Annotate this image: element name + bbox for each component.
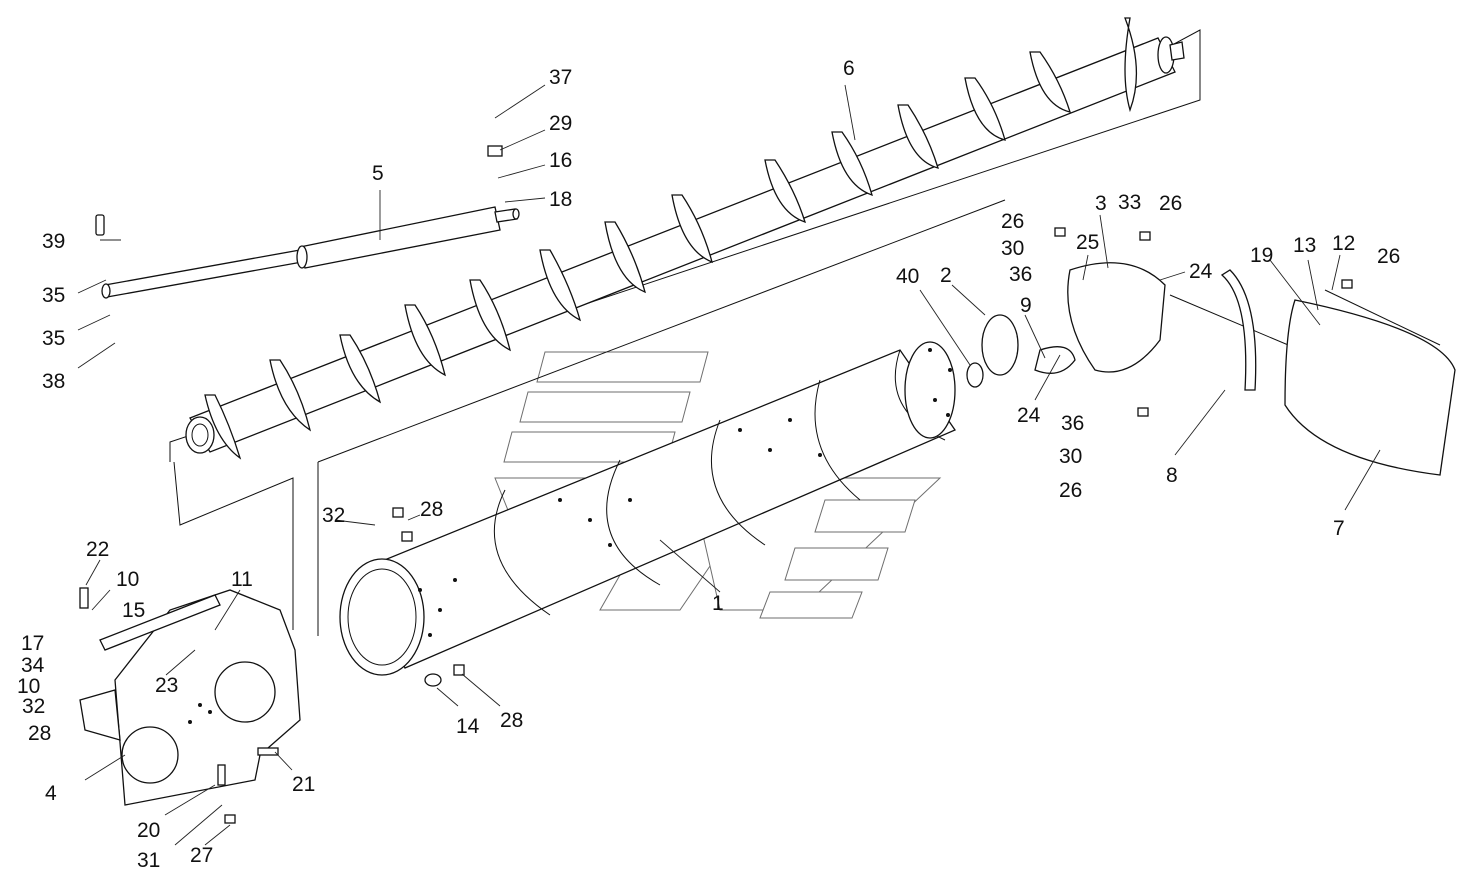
auger-6 — [185, 17, 1185, 460]
hood-7 — [1284, 299, 1456, 476]
callout-40: 40 — [896, 265, 919, 288]
callout-37: 37 — [549, 66, 572, 89]
bracket-9 — [1034, 346, 1076, 374]
cover-3 — [1067, 262, 1166, 373]
callout-39: 39 — [42, 230, 65, 253]
callout-32-left: 32 — [22, 695, 45, 718]
callout-5: 5 — [372, 162, 384, 185]
callout-9: 9 — [1020, 294, 1032, 317]
callout-17: 17 — [21, 632, 44, 655]
callout-28-mid: 28 — [500, 709, 523, 732]
tube-bolt-holes — [418, 348, 952, 637]
callout-labels: 1 2 3 4 5 6 7 8 9 10 10 11 12 13 14 15 1… — [17, 57, 1400, 872]
callout-26-d: 26 — [1059, 479, 1082, 502]
callout-34: 34 — [21, 654, 45, 677]
callout-13: 13 — [1293, 234, 1316, 257]
callout-16: 16 — [549, 149, 572, 172]
callout-33: 33 — [1118, 191, 1141, 214]
callout-31: 31 — [137, 849, 160, 872]
strap-8 — [1220, 269, 1257, 391]
callout-21: 21 — [292, 773, 315, 796]
callout-12: 12 — [1332, 232, 1355, 255]
callout-26-b: 26 — [1159, 192, 1182, 215]
callout-20: 20 — [137, 819, 160, 842]
callout-29: 29 — [549, 112, 572, 135]
callout-28-left: 28 — [28, 722, 51, 745]
callout-18: 18 — [549, 188, 572, 211]
callout-19: 19 — [1250, 244, 1273, 267]
callout-35-b: 35 — [42, 327, 65, 350]
callout-23: 23 — [155, 674, 178, 697]
callout-7: 7 — [1333, 517, 1345, 540]
flange-2 — [981, 314, 1019, 376]
callout-1: 1 — [712, 592, 724, 615]
callout-38: 38 — [42, 370, 65, 393]
callout-10-top: 10 — [116, 568, 139, 591]
callout-30-a: 30 — [1001, 237, 1024, 260]
auger-tube-1 — [339, 341, 956, 676]
callout-24-right: 24 — [1189, 260, 1213, 283]
leader-lines — [77, 84, 1381, 846]
shaft-5 — [101, 206, 520, 299]
bearing-40 — [966, 362, 984, 388]
callout-15: 15 — [122, 599, 145, 622]
callout-22: 22 — [86, 538, 109, 561]
end-cap-assembly — [966, 262, 1456, 476]
callout-30-b: 30 — [1059, 445, 1082, 468]
callout-10-bottom: 10 — [17, 675, 40, 698]
callout-14: 14 — [456, 715, 480, 738]
callout-26-c: 26 — [1377, 245, 1400, 268]
callout-35-a: 35 — [42, 284, 65, 307]
callout-3: 3 — [1095, 192, 1107, 215]
callout-2: 2 — [940, 264, 952, 287]
callout-36-a: 36 — [1009, 263, 1032, 286]
callout-24-left: 24 — [1017, 404, 1041, 427]
callout-28-top: 28 — [420, 498, 443, 521]
callout-11: 11 — [231, 568, 253, 591]
gearbox-housing-4 — [79, 589, 301, 806]
callout-32-top: 32 — [322, 504, 345, 527]
callout-4: 4 — [45, 782, 57, 805]
callout-27: 27 — [190, 844, 213, 867]
callout-25: 25 — [1076, 231, 1099, 254]
callout-6: 6 — [843, 57, 855, 80]
fastener-hardware — [79, 145, 1353, 824]
callout-8: 8 — [1166, 464, 1178, 487]
callout-26-a: 26 — [1001, 210, 1024, 233]
callout-36-b: 36 — [1061, 412, 1084, 435]
